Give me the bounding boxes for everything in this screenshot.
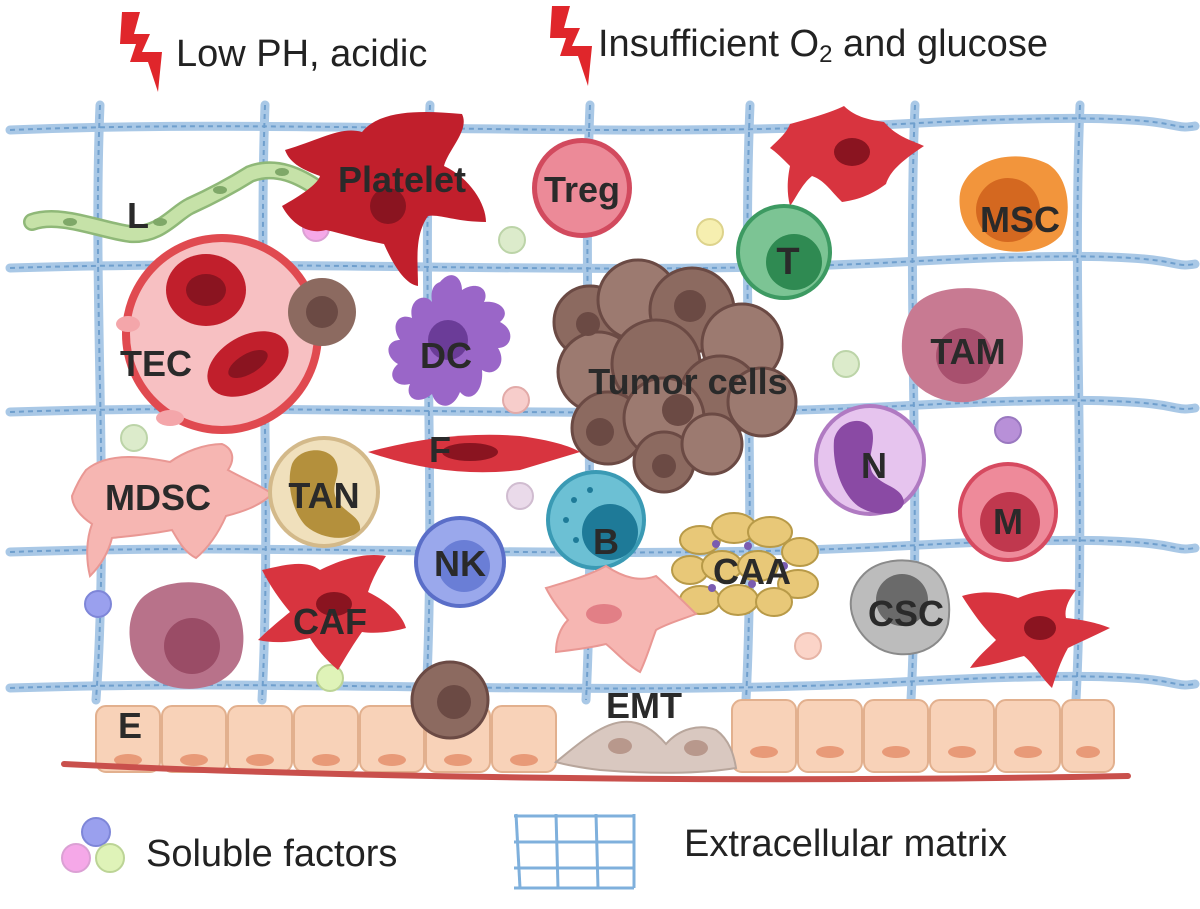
label-tan: TAN: [288, 475, 359, 516]
tumor-cells-cluster: [552, 258, 798, 494]
label-mdsc: MDSC: [105, 477, 211, 518]
mdsc-cell: [70, 442, 274, 578]
label-fibroblast: F: [429, 429, 451, 470]
csc-cell: [849, 559, 951, 656]
label-csc: CSC: [868, 593, 944, 634]
label-tam: TAM: [930, 331, 1005, 372]
label-t-cell: T: [776, 241, 799, 283]
red-stromal-cell: [962, 589, 1110, 688]
label-b-cell: B: [593, 521, 619, 562]
soluble-factors-icon: [61, 817, 125, 873]
label-msc: MSC: [980, 199, 1060, 240]
emt-cells: [553, 720, 738, 774]
label-caf: CAF: [293, 601, 367, 642]
macrophage-cell: [958, 462, 1058, 562]
macrophage-like-cell: [129, 582, 244, 689]
label-platelet: Platelet: [338, 159, 466, 200]
lymphatic-cells: [23, 161, 329, 244]
treg-cell: [532, 138, 632, 238]
label-tumor-cells: Tumor cells: [588, 361, 787, 402]
label-caa: CAA: [713, 551, 791, 592]
msc-cell: [959, 156, 1068, 252]
label-tec: TEC: [120, 343, 192, 384]
caa-cluster: [671, 512, 819, 617]
nk-cell: [414, 516, 506, 608]
caf-cell: [258, 554, 406, 670]
condition-insufficient-o2: Insufficient O2 and glucose: [598, 23, 1048, 68]
legend-soluble-factors: Soluble factors: [146, 833, 397, 875]
lightning-icon: [120, 12, 162, 92]
platelet-cell: [282, 111, 486, 286]
lightning-icon: [550, 6, 592, 86]
tumor-endothelial-cell: [116, 234, 356, 434]
t-cell: [736, 204, 832, 300]
tan-cell: [268, 436, 380, 548]
label-macrophage: M: [993, 501, 1023, 542]
dendritic-cell: [388, 275, 511, 406]
label-neutrophil: N: [861, 445, 887, 486]
legend: Soluble factors Extracellular matrix: [61, 813, 1007, 890]
condition-low-ph: Low PH, acidic: [176, 33, 427, 75]
fibroblast-cell: [368, 434, 580, 473]
pink-stromal-cell: [544, 564, 698, 674]
b-cell: [546, 470, 646, 570]
tam-cell: [901, 288, 1023, 403]
label-dc: DC: [420, 335, 472, 376]
legend-extracellular-matrix: Extracellular matrix: [684, 823, 1007, 865]
label-emt: EMT: [606, 685, 682, 726]
basement-membrane: [61, 761, 1131, 783]
label-epithelial: E: [118, 705, 142, 746]
red-stromal-cell: [770, 106, 924, 206]
header-conditions: Low PH, acidic Insufficient O2 and gluco…: [120, 6, 1048, 92]
label-treg: Treg: [544, 169, 620, 210]
label-lymphatic: L: [127, 195, 149, 236]
neutrophil-cell: [814, 404, 926, 516]
extracellular-matrix-icon: [514, 813, 636, 890]
soluble-factor-dots: [84, 214, 1022, 692]
label-nk: NK: [434, 543, 486, 584]
epithelium-layer: [61, 660, 1131, 783]
